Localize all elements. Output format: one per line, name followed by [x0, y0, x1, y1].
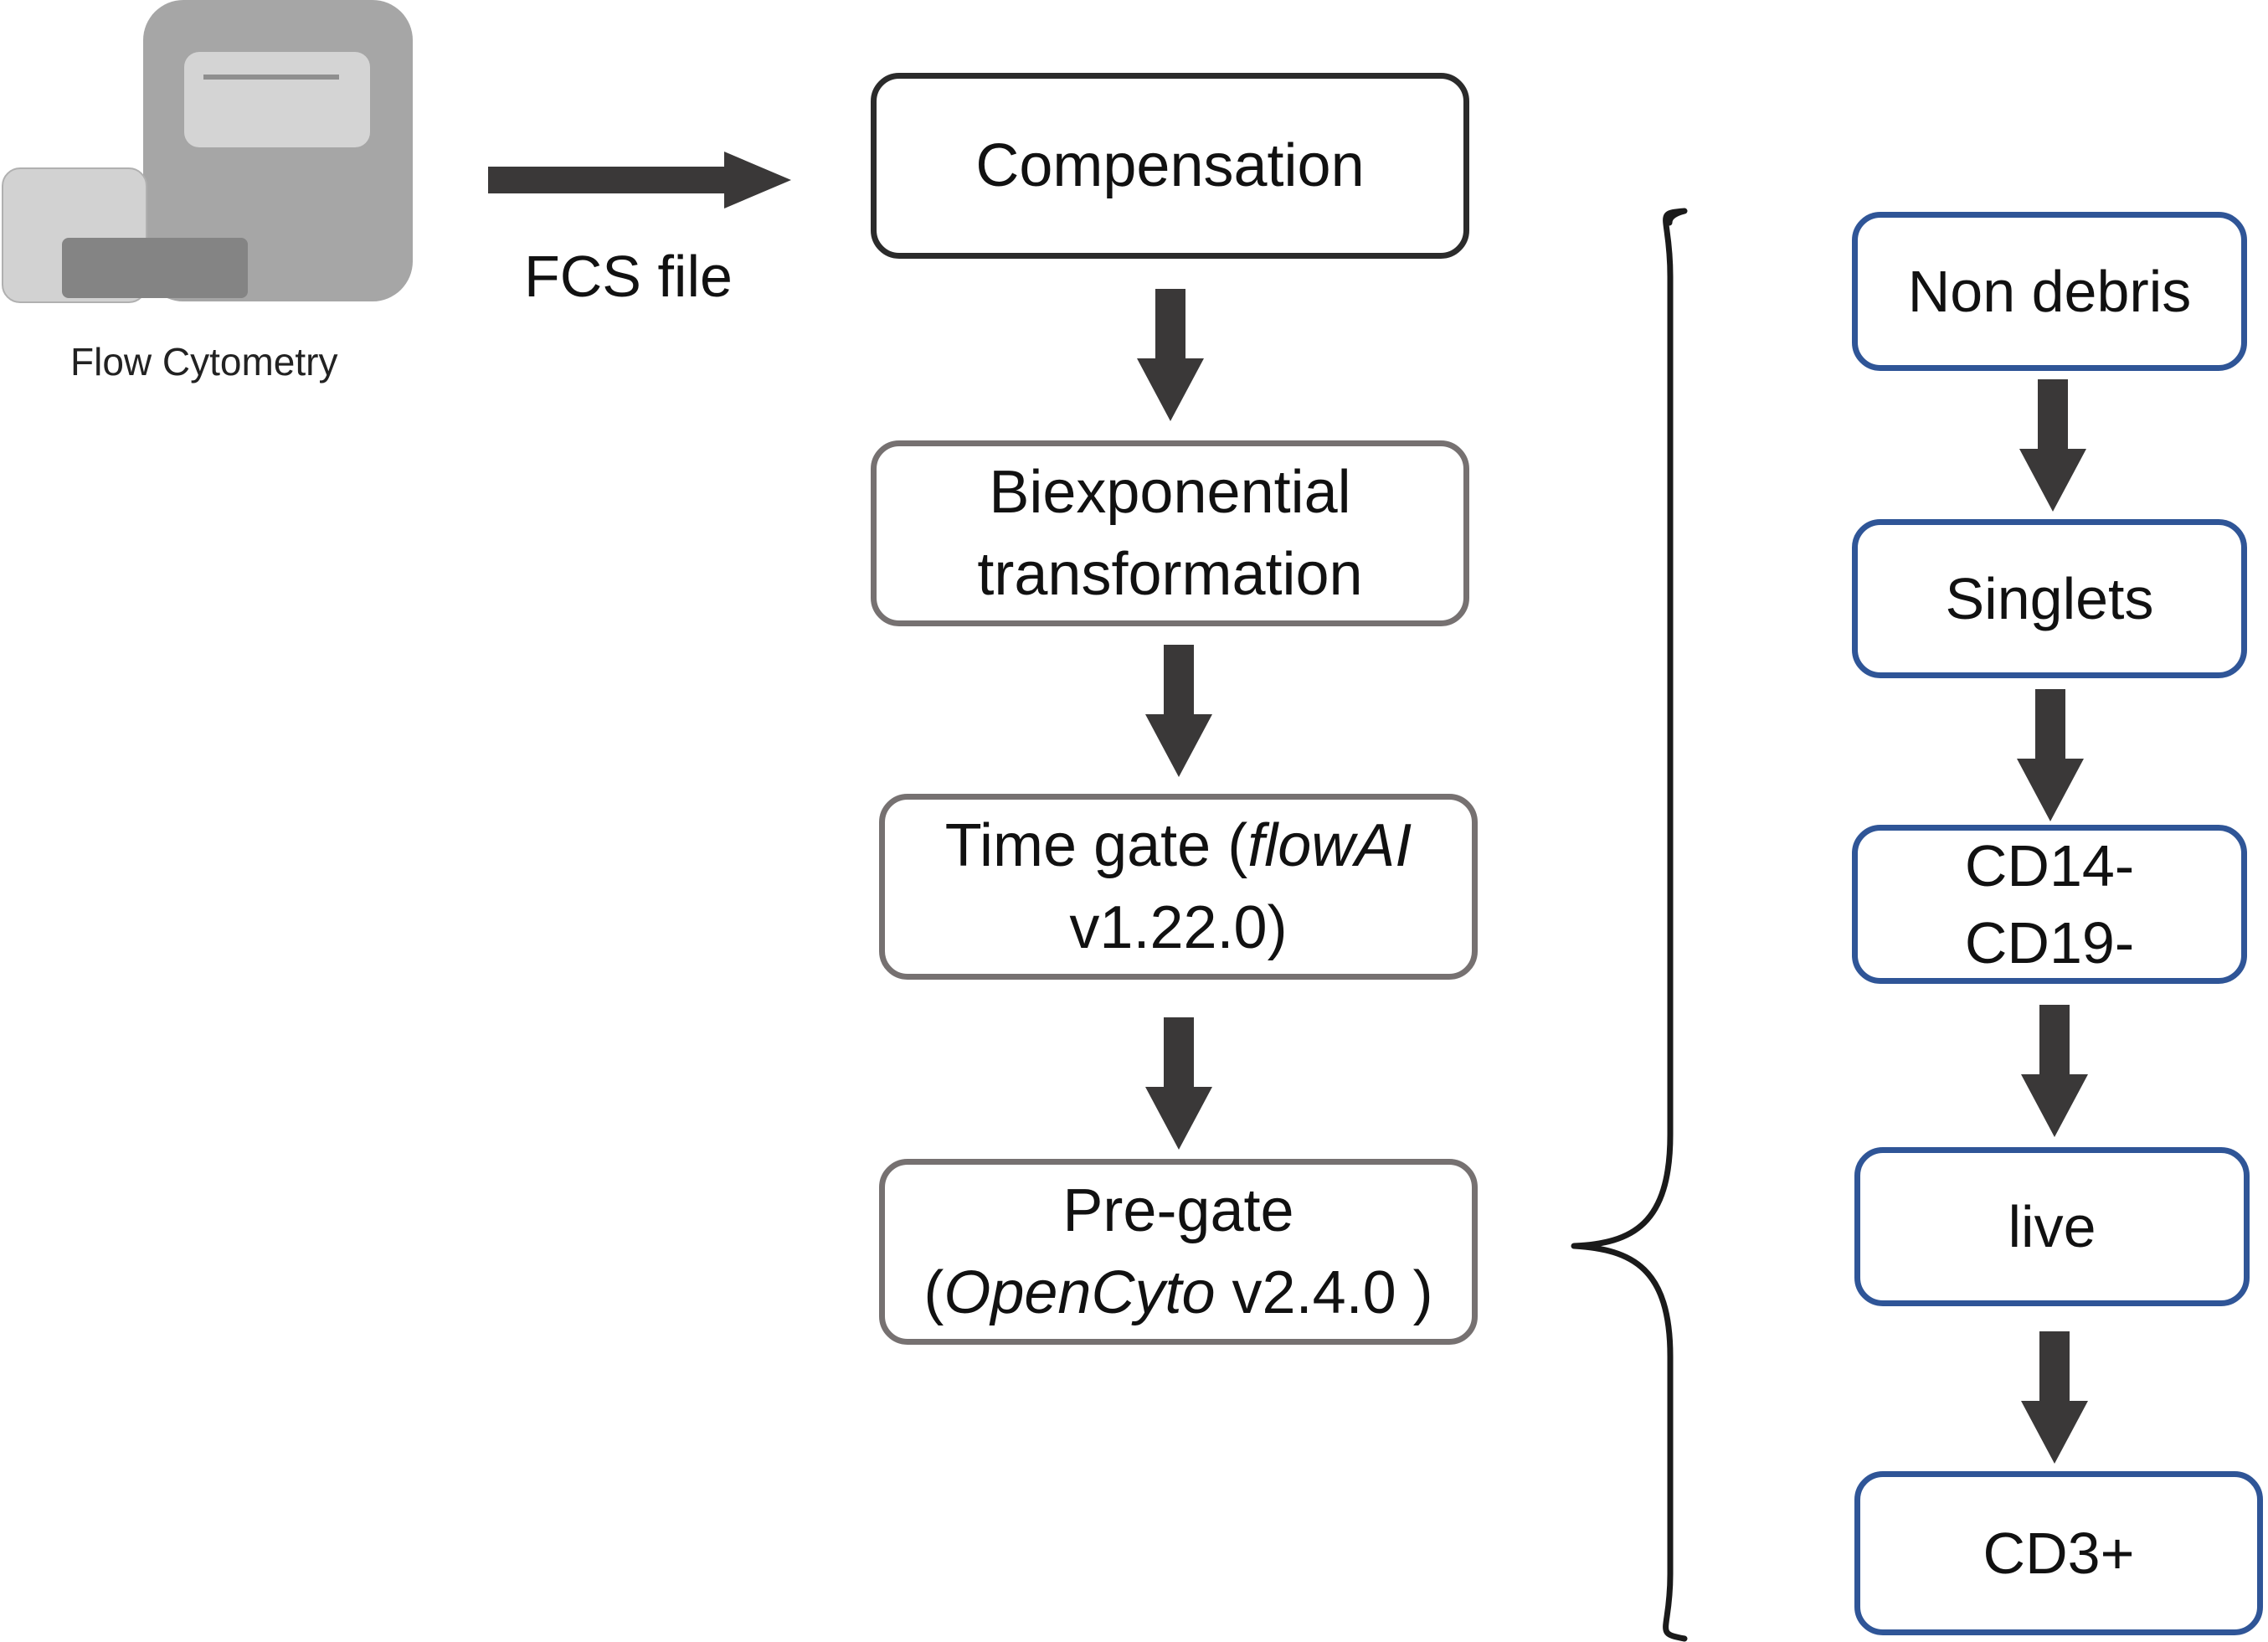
gate-non-debris: Non debris — [1852, 212, 2247, 371]
step-label-line1: Pre-gate — [1062, 1177, 1294, 1244]
step-biexponential-transformation: Biexponential transformation — [871, 440, 1469, 626]
gate-singlets: Singlets — [1852, 519, 2247, 678]
arrow-down-icon — [2019, 379, 2086, 512]
fcs-file-label: FCS file — [524, 244, 733, 309]
curly-brace-icon — [1571, 208, 1688, 1642]
gate-label: Non debris — [1907, 259, 2192, 324]
device-screen — [184, 52, 370, 147]
gate-cd14-cd19: CD14- CD19- — [1852, 825, 2247, 984]
package-name: flowAI — [1247, 812, 1412, 879]
device-screen-line — [203, 75, 339, 80]
arrow-down-icon — [2017, 689, 2084, 821]
step-label: Compensation — [975, 132, 1365, 199]
device-tray — [62, 238, 248, 298]
gate-label: live — [2008, 1194, 2096, 1259]
step-pre-gate: Pre-gate (OpenCyto v2.4.0 ) — [879, 1159, 1478, 1345]
gate-live: live — [1854, 1147, 2250, 1306]
step-label-line2: transformation — [977, 541, 1363, 608]
gate-label-line1: CD14- — [1964, 833, 2135, 898]
gate-label: CD3+ — [1983, 1521, 2135, 1586]
arrow-down-icon — [1145, 645, 1212, 777]
step-label-line2: (OpenCyto v2.4.0 ) — [923, 1259, 1433, 1326]
arrow-down-icon — [1137, 289, 1204, 421]
arrow-down-icon — [1145, 1017, 1212, 1150]
gate-cd3: CD3+ — [1854, 1471, 2263, 1635]
step-label-line1: Biexponential — [989, 459, 1351, 526]
gate-label-line2: CD19- — [1964, 910, 2135, 975]
step-time-gate: Time gate (flowAI v1.22.0) — [879, 794, 1478, 980]
step-compensation: Compensation — [871, 73, 1469, 259]
device-label: Flow Cytometry — [70, 340, 338, 383]
arrow-down-icon — [2021, 1331, 2088, 1464]
gate-label: Singlets — [1945, 566, 2154, 631]
step-label-line1: Time gate (flowAI — [944, 812, 1412, 879]
step-label-line2: v1.22.0) — [1069, 894, 1288, 961]
arrow-down-icon — [2021, 1005, 2088, 1137]
package-name: OpenCyto — [944, 1259, 1216, 1326]
arrow-right-icon — [488, 152, 791, 208]
